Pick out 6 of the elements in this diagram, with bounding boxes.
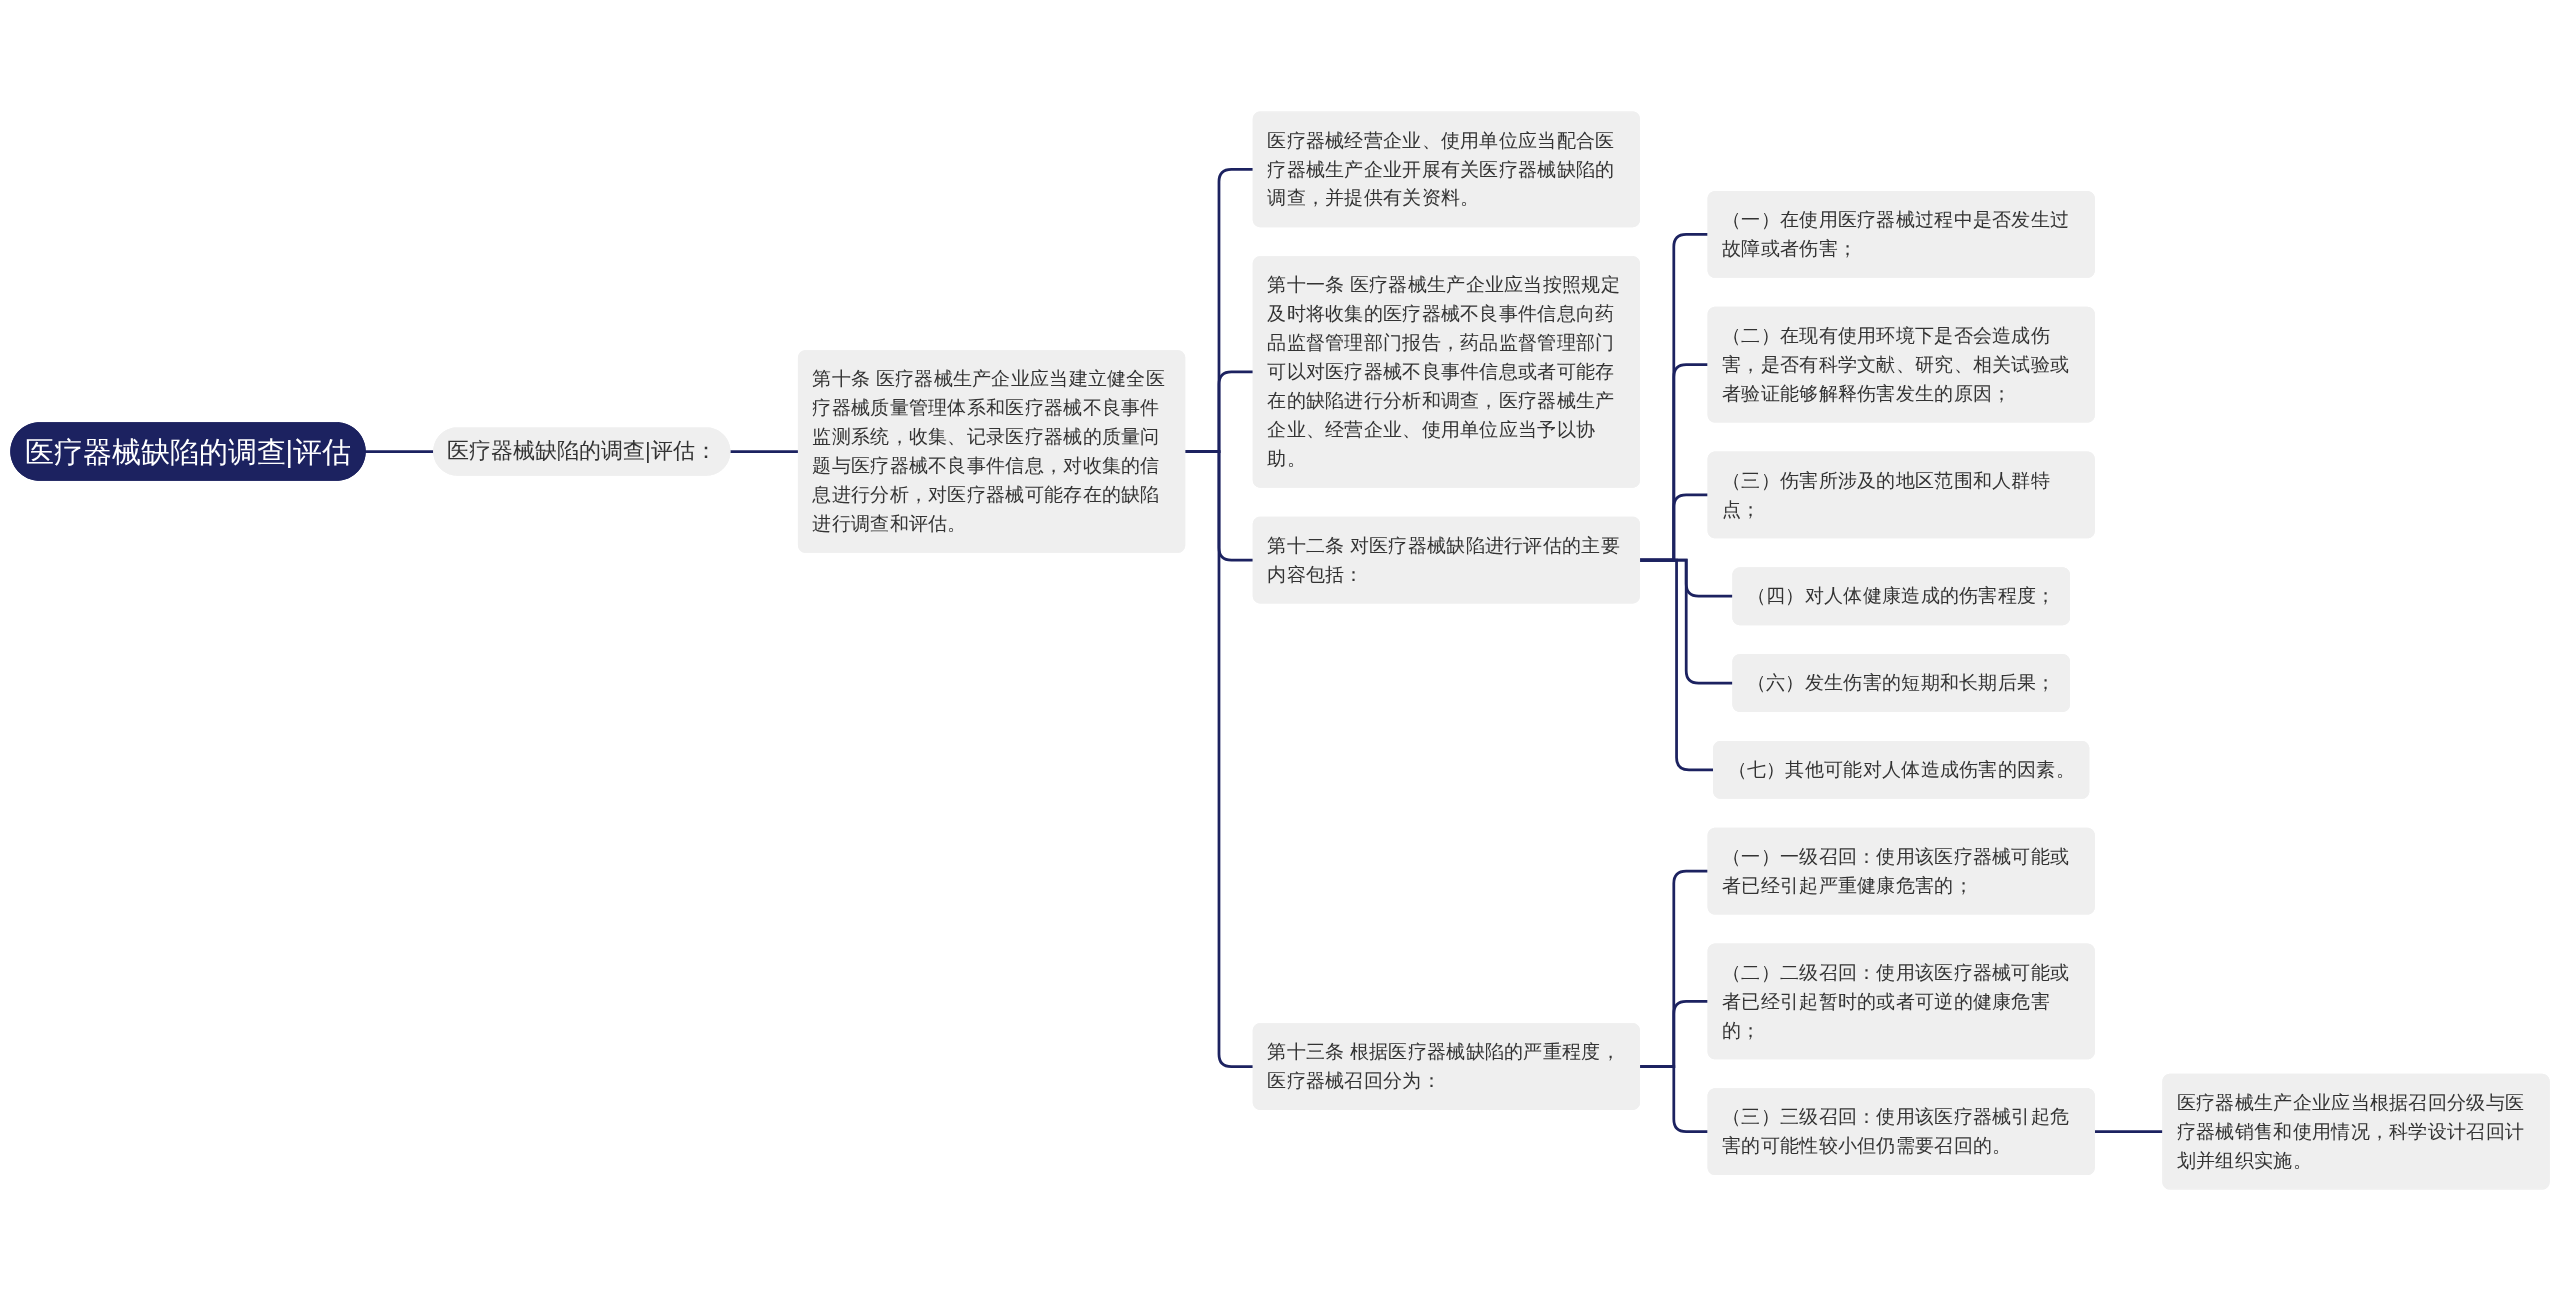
connector bbox=[1639, 558, 1714, 772]
connector bbox=[2094, 1130, 2164, 1134]
connector bbox=[1639, 1065, 1709, 1134]
connector bbox=[365, 450, 434, 453]
connector bbox=[1184, 450, 1254, 1068]
connector bbox=[729, 450, 799, 453]
